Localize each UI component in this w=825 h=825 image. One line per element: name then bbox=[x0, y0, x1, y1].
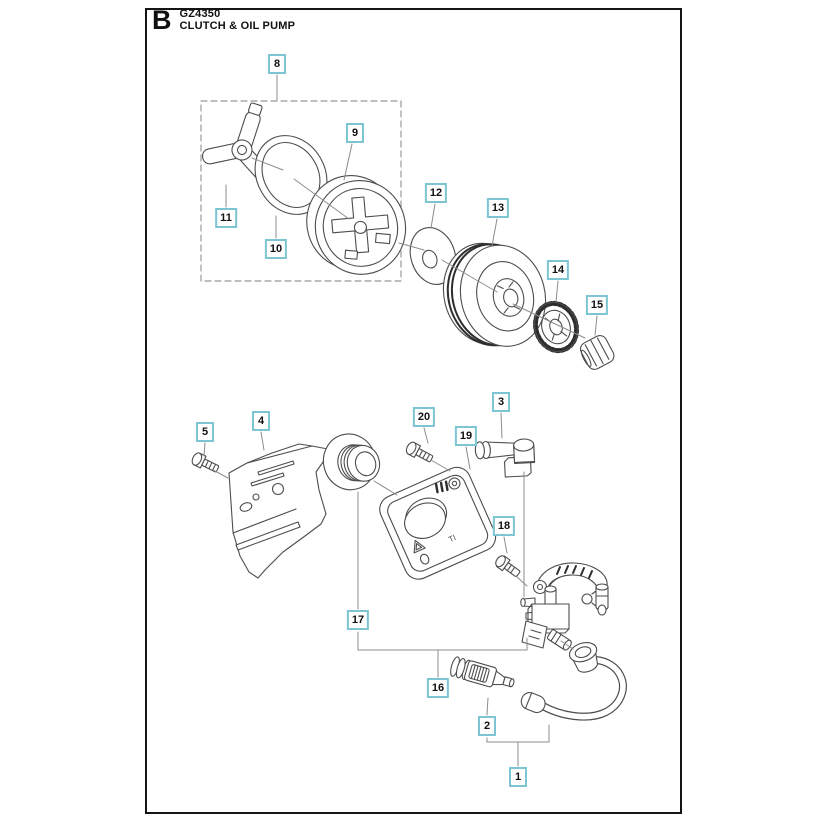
leader-line bbox=[373, 480, 398, 496]
part-17-worm-gear bbox=[322, 433, 381, 491]
callout-3[interactable]: 3 bbox=[492, 392, 510, 412]
leader-line bbox=[251, 157, 284, 171]
leader-line bbox=[555, 280, 559, 303]
callout-5[interactable]: 5 bbox=[196, 422, 214, 442]
leader-line bbox=[260, 431, 265, 451]
leader-line bbox=[512, 303, 586, 339]
callout-17[interactable]: 17 bbox=[346, 610, 370, 630]
part-18-screw bbox=[495, 555, 521, 577]
hose-grommet bbox=[568, 642, 599, 673]
callout-16[interactable]: 16 bbox=[426, 678, 450, 698]
leader-line bbox=[500, 412, 503, 439]
leader-line bbox=[398, 242, 425, 251]
callout-10[interactable]: 10 bbox=[264, 239, 288, 259]
leader-line bbox=[560, 640, 574, 650]
callout-1[interactable]: 1 bbox=[509, 767, 527, 787]
callout-14[interactable]: 14 bbox=[546, 260, 570, 280]
part-16-oil-pump-assembly bbox=[520, 562, 609, 651]
leader-line bbox=[343, 143, 353, 181]
part-15-needle-bearing bbox=[579, 334, 615, 370]
callout-18[interactable]: 18 bbox=[492, 516, 516, 536]
callout-8[interactable]: 8 bbox=[268, 54, 286, 74]
part-1-oil-hose bbox=[520, 642, 627, 721]
leader-line bbox=[465, 446, 471, 470]
leader-line bbox=[293, 178, 350, 220]
part-12-washer bbox=[409, 227, 457, 285]
callout-12[interactable]: 12 bbox=[424, 183, 448, 203]
leader-line bbox=[212, 469, 229, 479]
part-13-clutch-drum bbox=[442, 242, 547, 347]
callout-19[interactable]: 19 bbox=[454, 426, 478, 446]
part-4-guide-plate bbox=[228, 443, 334, 579]
leader-line bbox=[423, 427, 429, 444]
leader-line bbox=[430, 203, 436, 229]
callout-2[interactable]: 2 bbox=[478, 716, 496, 736]
part-9-clutch-assembly bbox=[306, 175, 407, 275]
section-letter: B bbox=[152, 5, 172, 35]
leader-line bbox=[441, 259, 498, 293]
plate-marking: TI bbox=[447, 533, 457, 544]
diagram-title: CLUTCH & OIL PUMP bbox=[179, 20, 296, 32]
diagram-header: B GZ4350 CLUTCH & OIL PUMP bbox=[152, 6, 295, 34]
callout-9[interactable]: 9 bbox=[346, 123, 364, 143]
callout-20[interactable]: 20 bbox=[412, 407, 436, 427]
leader-line bbox=[491, 218, 498, 247]
part-14-rim-sprocket bbox=[532, 300, 580, 354]
leader-lines bbox=[203, 74, 598, 767]
part-5-screw bbox=[191, 452, 220, 473]
leader-line bbox=[486, 697, 489, 716]
model-number: GZ4350 bbox=[179, 8, 221, 20]
part-3-oil-duct bbox=[474, 438, 536, 478]
callout-15[interactable]: 15 bbox=[585, 295, 609, 315]
part-2-oil-filter bbox=[450, 656, 515, 688]
leader-line bbox=[503, 536, 508, 554]
group-8-dashed-box bbox=[200, 100, 402, 282]
part-19-pump-cover-plate: TI bbox=[379, 466, 497, 580]
leader-line bbox=[515, 575, 528, 587]
callout-4[interactable]: 4 bbox=[252, 411, 270, 431]
part-20-screw bbox=[405, 441, 434, 463]
callout-13[interactable]: 13 bbox=[486, 198, 510, 218]
leader-line bbox=[594, 315, 598, 336]
leader-line bbox=[203, 442, 206, 457]
callout-11[interactable]: 11 bbox=[215, 208, 237, 228]
leader-line bbox=[430, 459, 451, 472]
